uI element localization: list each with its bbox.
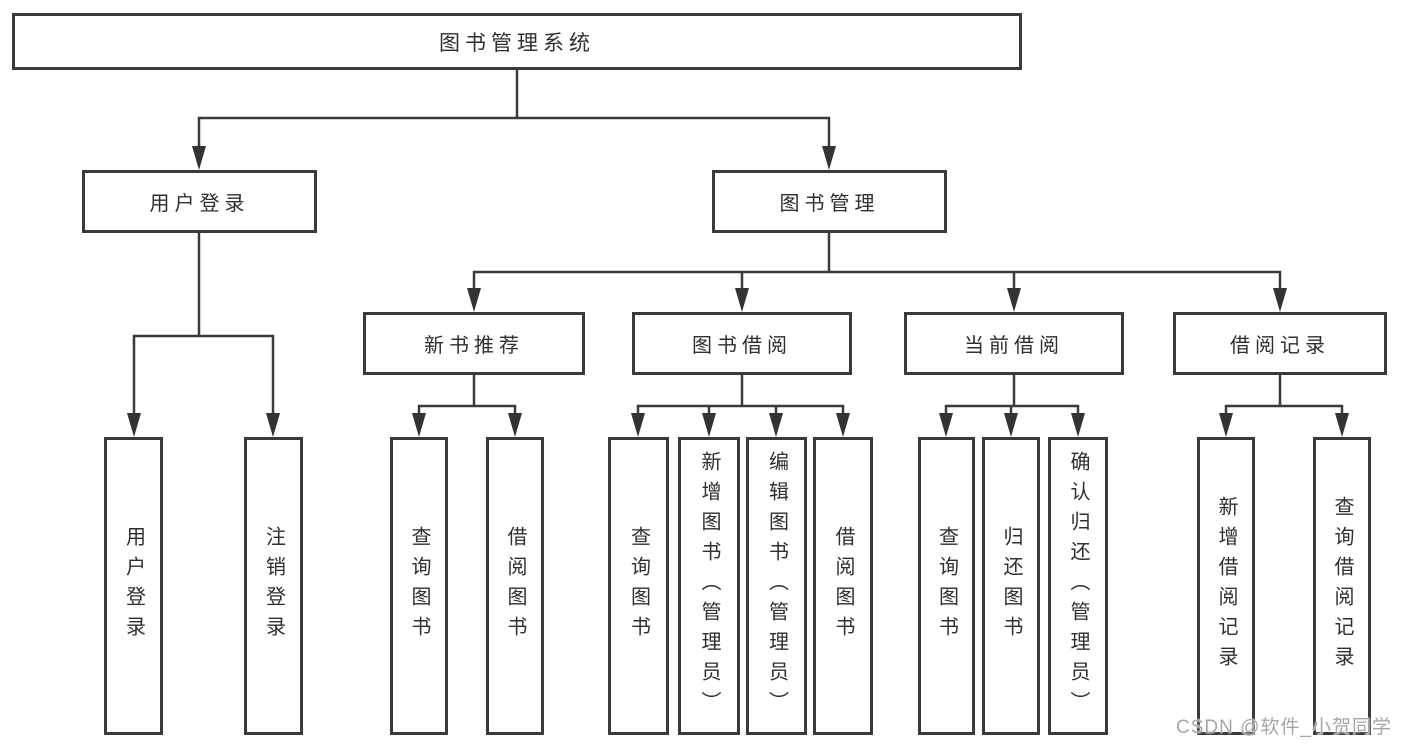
arrowhead: [1007, 288, 1021, 312]
leaf-query-books-current: 查询图书: [918, 437, 975, 735]
edge-book-borrow-to-leaves: [636, 373, 845, 418]
leaf-borrow-books-recommend-label: 借阅图书: [504, 526, 526, 646]
leaf-logout: 注销登录: [244, 437, 303, 735]
arrowheads: [127, 146, 1349, 437]
node-new-book-recommendation: 新书推荐: [363, 312, 585, 375]
node-borrowing-records-label: 借阅记录: [1230, 335, 1330, 357]
leaf-query-borrow-record-label: 查询借阅记录: [1331, 496, 1353, 676]
node-book-borrowing: 图书借阅: [632, 312, 852, 375]
arrowhead: [192, 146, 206, 170]
arrowhead: [412, 413, 426, 437]
leaf-confirm-return-admin: 确认归还（管理员）: [1048, 437, 1108, 735]
node-book-management: 图书管理: [712, 170, 947, 233]
leaf-query-books-borrow-label: 查询图书: [627, 526, 650, 646]
leaf-edit-books-admin-label: 编辑图书（管理员）: [765, 451, 788, 721]
node-root-label: 图书管理系统: [439, 31, 595, 55]
edge-new-book-to-leaves: [417, 373, 517, 418]
arrowhead: [769, 413, 783, 437]
leaf-query-books-current-label: 查询图书: [935, 526, 958, 646]
leaf-return-books: 归还图书: [982, 437, 1040, 735]
node-user-login-label: 用户登录: [149, 193, 250, 215]
leaf-add-books-admin-label: 新增图书（管理员）: [698, 451, 720, 721]
leaf-add-books-admin: 新增图书（管理员）: [678, 437, 740, 735]
node-borrowing-records: 借阅记录: [1173, 312, 1387, 375]
leaf-add-borrow-record: 新增借阅记录: [1197, 437, 1255, 735]
arrowhead: [735, 288, 749, 312]
leaf-query-books-recommend-label: 查询图书: [408, 526, 430, 646]
leaf-query-books-recommend: 查询图书: [390, 437, 448, 735]
node-book-borrowing-label: 图书借阅: [692, 335, 792, 357]
edge-lines: [132, 68, 1344, 418]
leaf-user-login-label: 用户登录: [122, 526, 145, 646]
arrowhead: [822, 146, 836, 170]
arrowhead: [1004, 413, 1018, 437]
watermark: CSDN @软件_小贺同学: [1176, 717, 1392, 738]
leaf-query-books-borrow: 查询图书: [608, 437, 669, 735]
arrowhead: [1335, 413, 1349, 437]
leaf-query-borrow-record: 查询借阅记录: [1313, 437, 1371, 735]
node-book-management-label: 图书管理: [779, 193, 880, 215]
arrowhead: [467, 288, 481, 312]
node-user-login: 用户登录: [82, 170, 317, 233]
leaf-return-books-label: 归还图书: [1000, 526, 1022, 646]
arrowhead: [1071, 413, 1085, 437]
node-current-borrowing: 当前借阅: [904, 312, 1124, 375]
edge-borrow-records-to-leaves: [1224, 373, 1344, 418]
arrowhead: [631, 413, 645, 437]
arrowhead: [702, 413, 716, 437]
leaf-edit-books-admin: 编辑图书（管理员）: [746, 437, 807, 735]
edge-root-to-level2: [197, 68, 831, 152]
arrowhead: [1273, 288, 1287, 312]
node-current-borrowing-label: 当前借阅: [964, 335, 1064, 357]
edge-book-management-to-level3: [472, 231, 1282, 293]
arrowhead: [1219, 413, 1233, 437]
edge-current-borrow-to-leaves: [944, 373, 1080, 418]
arrowhead: [939, 413, 953, 437]
leaf-borrow-books-recommend: 借阅图书: [486, 437, 544, 735]
edge-user-login-to-leaves: [132, 231, 275, 418]
leaf-borrow-books: 借阅图书: [813, 437, 873, 735]
arrowhead: [508, 413, 522, 437]
leaf-user-login: 用户登录: [104, 437, 163, 735]
arrowhead: [836, 413, 850, 437]
leaf-borrow-books-label: 借阅图书: [832, 526, 854, 646]
leaf-logout-label: 注销登录: [262, 526, 285, 646]
node-root: 图书管理系统: [12, 13, 1022, 70]
arrowhead: [127, 413, 141, 437]
node-new-book-recommendation-label: 新书推荐: [424, 335, 524, 357]
leaf-add-borrow-record-label: 新增借阅记录: [1215, 496, 1237, 676]
leaf-confirm-return-admin-label: 确认归还（管理员）: [1067, 451, 1089, 721]
arrowhead: [266, 413, 280, 437]
